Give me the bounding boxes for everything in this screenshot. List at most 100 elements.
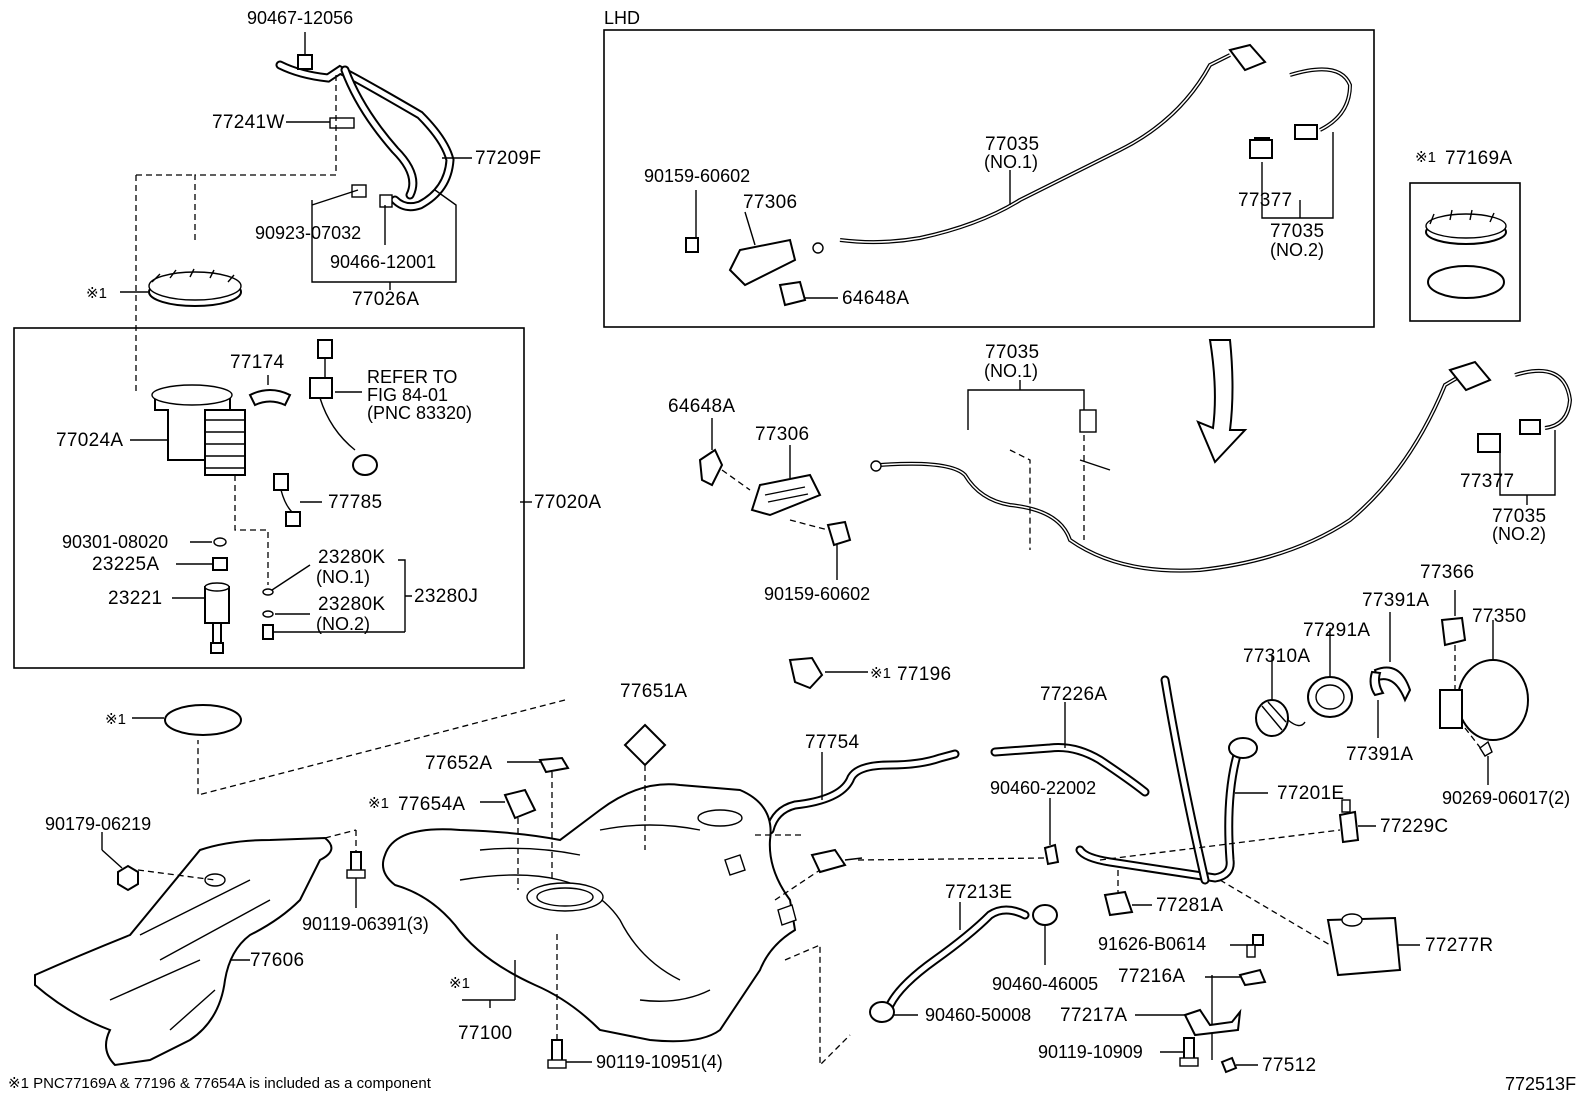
- label-77754: 77754: [805, 732, 859, 753]
- label-77216A: 77216A: [1118, 966, 1185, 987]
- gasket-77391A: [1369, 666, 1412, 703]
- canister-77277R: [1326, 913, 1402, 977]
- label-90460-50008: 90460-50008: [925, 1005, 1031, 1025]
- retainer-ring-part: [148, 268, 242, 307]
- label-77241W: 77241W: [212, 112, 285, 133]
- label-23280K-no2-sub: (NO.2): [316, 614, 370, 634]
- refer-note-line2: FIG 84-01: [367, 385, 448, 405]
- gasket-kit-frame: [1409, 182, 1521, 322]
- label-90460-46005: 90460-46005: [992, 974, 1098, 994]
- label-lhd-77035-no2-sub: (NO.2): [1270, 240, 1324, 260]
- label-64648A: 64648A: [668, 396, 735, 417]
- label-77377: 77377: [1460, 471, 1514, 492]
- label-77035-no2: 77035: [1492, 506, 1546, 527]
- label-90301-08020: 90301-08020: [62, 532, 168, 552]
- label-77281A: 77281A: [1156, 895, 1223, 916]
- lhd-arrow: [1196, 339, 1248, 464]
- label-77024A: 77024A: [56, 430, 123, 451]
- clamp-77229C: [1338, 799, 1360, 844]
- pad-77652A: [538, 756, 570, 774]
- label-91626-B0614: 91626-B0614: [1098, 934, 1206, 954]
- label-23280K-no2: 23280K: [318, 594, 385, 615]
- pad-77651A: [623, 723, 667, 767]
- label-lhd-90159-60602: 90159-60602: [644, 166, 750, 186]
- hose-77213E: [885, 905, 1030, 1010]
- pump-assembly-frame: [13, 327, 525, 669]
- label-77217A: 77217A: [1060, 1005, 1127, 1026]
- filler-nozzle-fitting: [810, 848, 863, 874]
- connector-77785: [273, 473, 301, 527]
- bolt-91626: [1246, 934, 1264, 958]
- label-90119-10951: 90119-10951(4): [596, 1052, 723, 1072]
- label-23280K-no1: 23280K: [318, 547, 385, 568]
- label-77310A: 77310A: [1243, 646, 1310, 667]
- fuel-pump-23221: [204, 582, 230, 654]
- label-23280K-no1-sub: (NO.1): [316, 567, 370, 587]
- label-77201E: 77201E: [1277, 783, 1344, 804]
- label-90923-07032: 90923-07032: [255, 223, 361, 243]
- label-77229C: 77229C: [1380, 816, 1448, 837]
- nut-77512: [1220, 1056, 1238, 1074]
- opener-lever-main: [698, 448, 852, 547]
- vent-hose-77754: [765, 743, 1150, 835]
- fuel-cap-77310A: [1255, 699, 1306, 737]
- label-90119-10909: 90119-10909: [1038, 1042, 1143, 1062]
- clamp-90460-46005: [1032, 904, 1058, 926]
- tank-gasket-part: [164, 704, 242, 736]
- label-77035-no1: 77035: [985, 342, 1039, 363]
- refer-note-line3: (PNC 83320): [367, 403, 472, 423]
- pump-harness-part: [309, 339, 378, 476]
- heat-shield-77606: [34, 836, 333, 1067]
- label-77654A: 77654A: [398, 794, 465, 815]
- sender-gauge-part: [248, 389, 292, 407]
- footnote: ※1 PNC77169A & 77196 & 77654A is include…: [8, 1075, 432, 1092]
- label-77350: 77350: [1472, 606, 1526, 627]
- fuel-pump-module: [151, 384, 246, 476]
- diagram-id: 772513F: [1505, 1074, 1576, 1094]
- clip-77216A: [1238, 968, 1267, 987]
- bracket-77654A: [503, 788, 537, 820]
- bracket-77217A: [1183, 1008, 1242, 1037]
- label-23225A: 23225A: [92, 554, 159, 575]
- note-mark-gasket: ※1: [105, 711, 126, 728]
- label-90467-12056: 90467-12056: [247, 8, 353, 28]
- label-77213E: 77213E: [945, 882, 1012, 903]
- refer-note-line1: REFER TO: [367, 367, 457, 387]
- label-77026A: 77026A: [352, 289, 419, 310]
- label-lhd-77306: 77306: [743, 192, 797, 213]
- label-77652A: 77652A: [425, 753, 492, 774]
- label-90466-12001: 90466-12001: [330, 252, 436, 272]
- nut-90179-06219: [117, 864, 139, 892]
- gasket-kit-part: [1425, 209, 1507, 299]
- note-mark-77100: ※1: [449, 975, 470, 992]
- label-77391A-top: 77391A: [1362, 590, 1429, 611]
- label-lhd-77035-no2: 77035: [1270, 221, 1324, 242]
- label-90269-06017: 90269-06017(2): [1442, 788, 1570, 808]
- label-23280J: 23280J: [414, 586, 478, 607]
- filler-pipe-77201E: [1075, 675, 1258, 885]
- note-mark-77196: ※1: [870, 665, 891, 682]
- label-lhd-77377: 77377: [1238, 190, 1292, 211]
- label-77366: 77366: [1420, 562, 1474, 583]
- label-77512: 77512: [1262, 1055, 1316, 1076]
- label-77291A: 77291A: [1303, 620, 1370, 641]
- lhd-frame: [603, 29, 1375, 328]
- lhd-cable-assembly: [685, 43, 1353, 307]
- label-77035-no2-sub: (NO.2): [1492, 524, 1546, 544]
- holder-77281A: [1103, 890, 1134, 917]
- label-77785: 77785: [328, 492, 382, 513]
- label-77606: 77606: [250, 950, 304, 971]
- label-23221: 23221: [108, 588, 162, 609]
- label-90159-60602: 90159-60602: [764, 584, 870, 604]
- label-77035-no1-sub: (NO.1): [984, 361, 1038, 381]
- label-90179-06219: 90179-06219: [45, 814, 151, 834]
- filler-ring-77291A: [1307, 676, 1353, 718]
- filler-cap-lid: [1439, 616, 1529, 741]
- label-77196: 77196: [897, 664, 951, 685]
- label-77306: 77306: [755, 424, 809, 445]
- lhd-label: LHD: [604, 8, 640, 28]
- label-90119-06391: 90119-06391(3): [302, 914, 429, 934]
- label-77100: 77100: [458, 1023, 512, 1044]
- label-lhd-64648A: 64648A: [842, 288, 909, 309]
